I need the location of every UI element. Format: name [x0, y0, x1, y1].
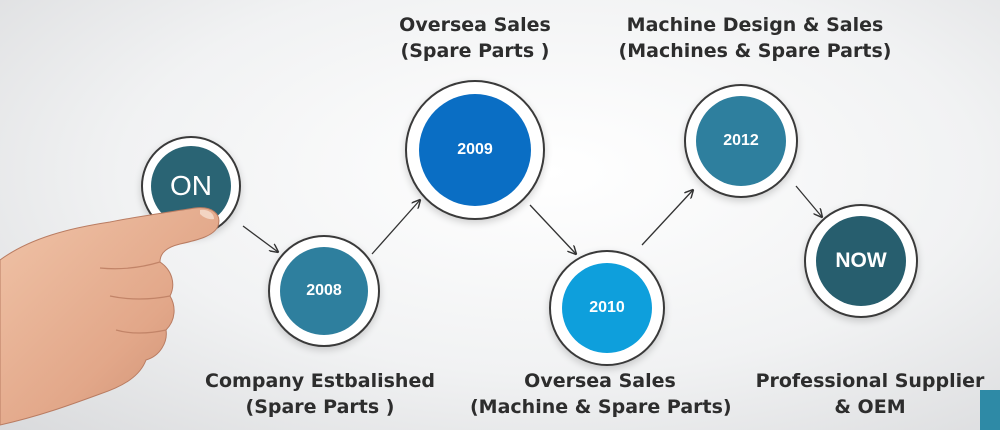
node-core-2009: 2009 [419, 94, 531, 206]
arrow-2010-to-2012 [641, 190, 693, 246]
caption-2008-title: Company Estbalished [205, 370, 435, 392]
caption-now-subtitle: & OEM [834, 396, 906, 418]
timeline-node-now: NOW [804, 204, 918, 318]
arrow-2012-to-now [795, 185, 822, 217]
caption-2012-subtitle: (Machines & Spare Parts) [618, 40, 892, 62]
timeline-node-2012: 2012 [684, 84, 798, 198]
node-core-now: NOW [816, 216, 906, 306]
caption-2009: Oversea Sales (Spare Parts ) [355, 12, 595, 64]
arrow-2008-to-2009 [371, 200, 420, 255]
caption-2008-subtitle: (Spare Parts ) [245, 396, 395, 418]
node-core-2008: 2008 [280, 247, 368, 335]
timeline-node-2009: 2009 [405, 80, 545, 220]
node-label-2012: 2012 [723, 132, 759, 149]
node-label-2008: 2008 [306, 282, 342, 299]
node-core-2012: 2012 [696, 96, 786, 186]
node-label-2010: 2010 [589, 299, 625, 316]
caption-now: Professional Supplier & OEM [755, 368, 985, 420]
timeline-node-2008: 2008 [268, 235, 380, 347]
node-label-2009: 2009 [457, 141, 493, 158]
caption-2010-title: Oversea Sales [524, 370, 676, 392]
arrow-2009-to-2010 [529, 204, 576, 254]
pointing-hand-icon [0, 207, 220, 426]
caption-2010: Oversea Sales (Machine & Spare Parts) [470, 368, 732, 420]
node-label-on: ON [170, 170, 212, 201]
node-core-2010: 2010 [562, 263, 652, 353]
arrow-on-to-2008 [242, 225, 278, 252]
caption-2012: Machine Design & Sales (Machines & Spare… [610, 12, 900, 64]
caption-2010-subtitle: (Machine & Spare Parts) [470, 396, 732, 418]
caption-2009-subtitle: (Spare Parts ) [400, 40, 550, 62]
caption-2009-title: Oversea Sales [399, 14, 551, 36]
timeline-node-2010: 2010 [549, 250, 665, 366]
caption-2008: Company Estbalished (Spare Parts ) [200, 368, 440, 420]
caption-2012-title: Machine Design & Sales [626, 14, 884, 36]
caption-now-title: Professional Supplier [755, 370, 985, 392]
node-label-now: NOW [835, 249, 887, 272]
side-accent-bar [980, 390, 1000, 430]
